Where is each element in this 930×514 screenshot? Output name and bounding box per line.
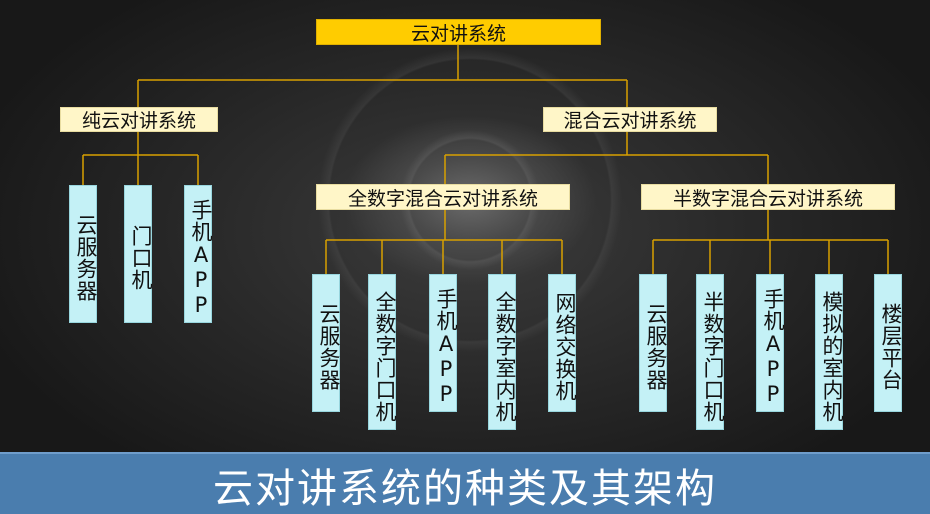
full-digital-node: 全数字混合云对讲系统 bbox=[316, 184, 570, 210]
root-label: 云对讲系统 bbox=[410, 22, 506, 45]
slide-title: 云对讲系统的种类及其架构 bbox=[213, 466, 717, 512]
pure-leaf-mobile-app: 手机APP bbox=[184, 185, 213, 323]
background-photo bbox=[0, 0, 930, 452]
semi-leaf-mobile-app: 手机APP bbox=[756, 274, 785, 412]
pure-cloud-label: 纯云对讲系统 bbox=[81, 110, 196, 132]
full-leaf-cloud-server: 云服务器 bbox=[312, 274, 341, 412]
full-leaf-indoor-unit: 全数字室内机 bbox=[488, 274, 517, 430]
semi-leaf-analog-indoor-unit: 模拟的室内机 bbox=[815, 274, 844, 430]
semi-digital-label: 半数字混合云对讲系统 bbox=[672, 187, 863, 210]
hybrid-cloud-label: 混合云对讲系统 bbox=[563, 110, 697, 132]
full-leaf-mobile-app: 手机APP bbox=[429, 274, 458, 412]
semi-leaf-floor-platform: 楼层平台 bbox=[874, 274, 903, 412]
full-digital-label: 全数字混合云对讲系统 bbox=[347, 187, 538, 210]
hybrid-cloud-node: 混合云对讲系统 bbox=[543, 107, 717, 132]
semi-digital-node: 半数字混合云对讲系统 bbox=[641, 184, 895, 210]
pure-leaf-cloud-server: 云服务器 bbox=[69, 185, 98, 323]
full-leaf-network-switch: 网络交换机 bbox=[548, 274, 577, 412]
pure-cloud-node: 纯云对讲系统 bbox=[60, 107, 218, 132]
full-leaf-door-station: 全数字门口机 bbox=[368, 274, 397, 430]
connector-lines bbox=[82, 45, 889, 274]
semi-leaf-cloud-server: 云服务器 bbox=[639, 274, 668, 412]
pure-leaf-door-station: 门口机 bbox=[124, 185, 153, 323]
footer-band bbox=[0, 452, 930, 514]
semi-leaf-door-station: 半数字门口机 bbox=[696, 274, 725, 430]
root-node: 云对讲系统 bbox=[316, 19, 601, 45]
